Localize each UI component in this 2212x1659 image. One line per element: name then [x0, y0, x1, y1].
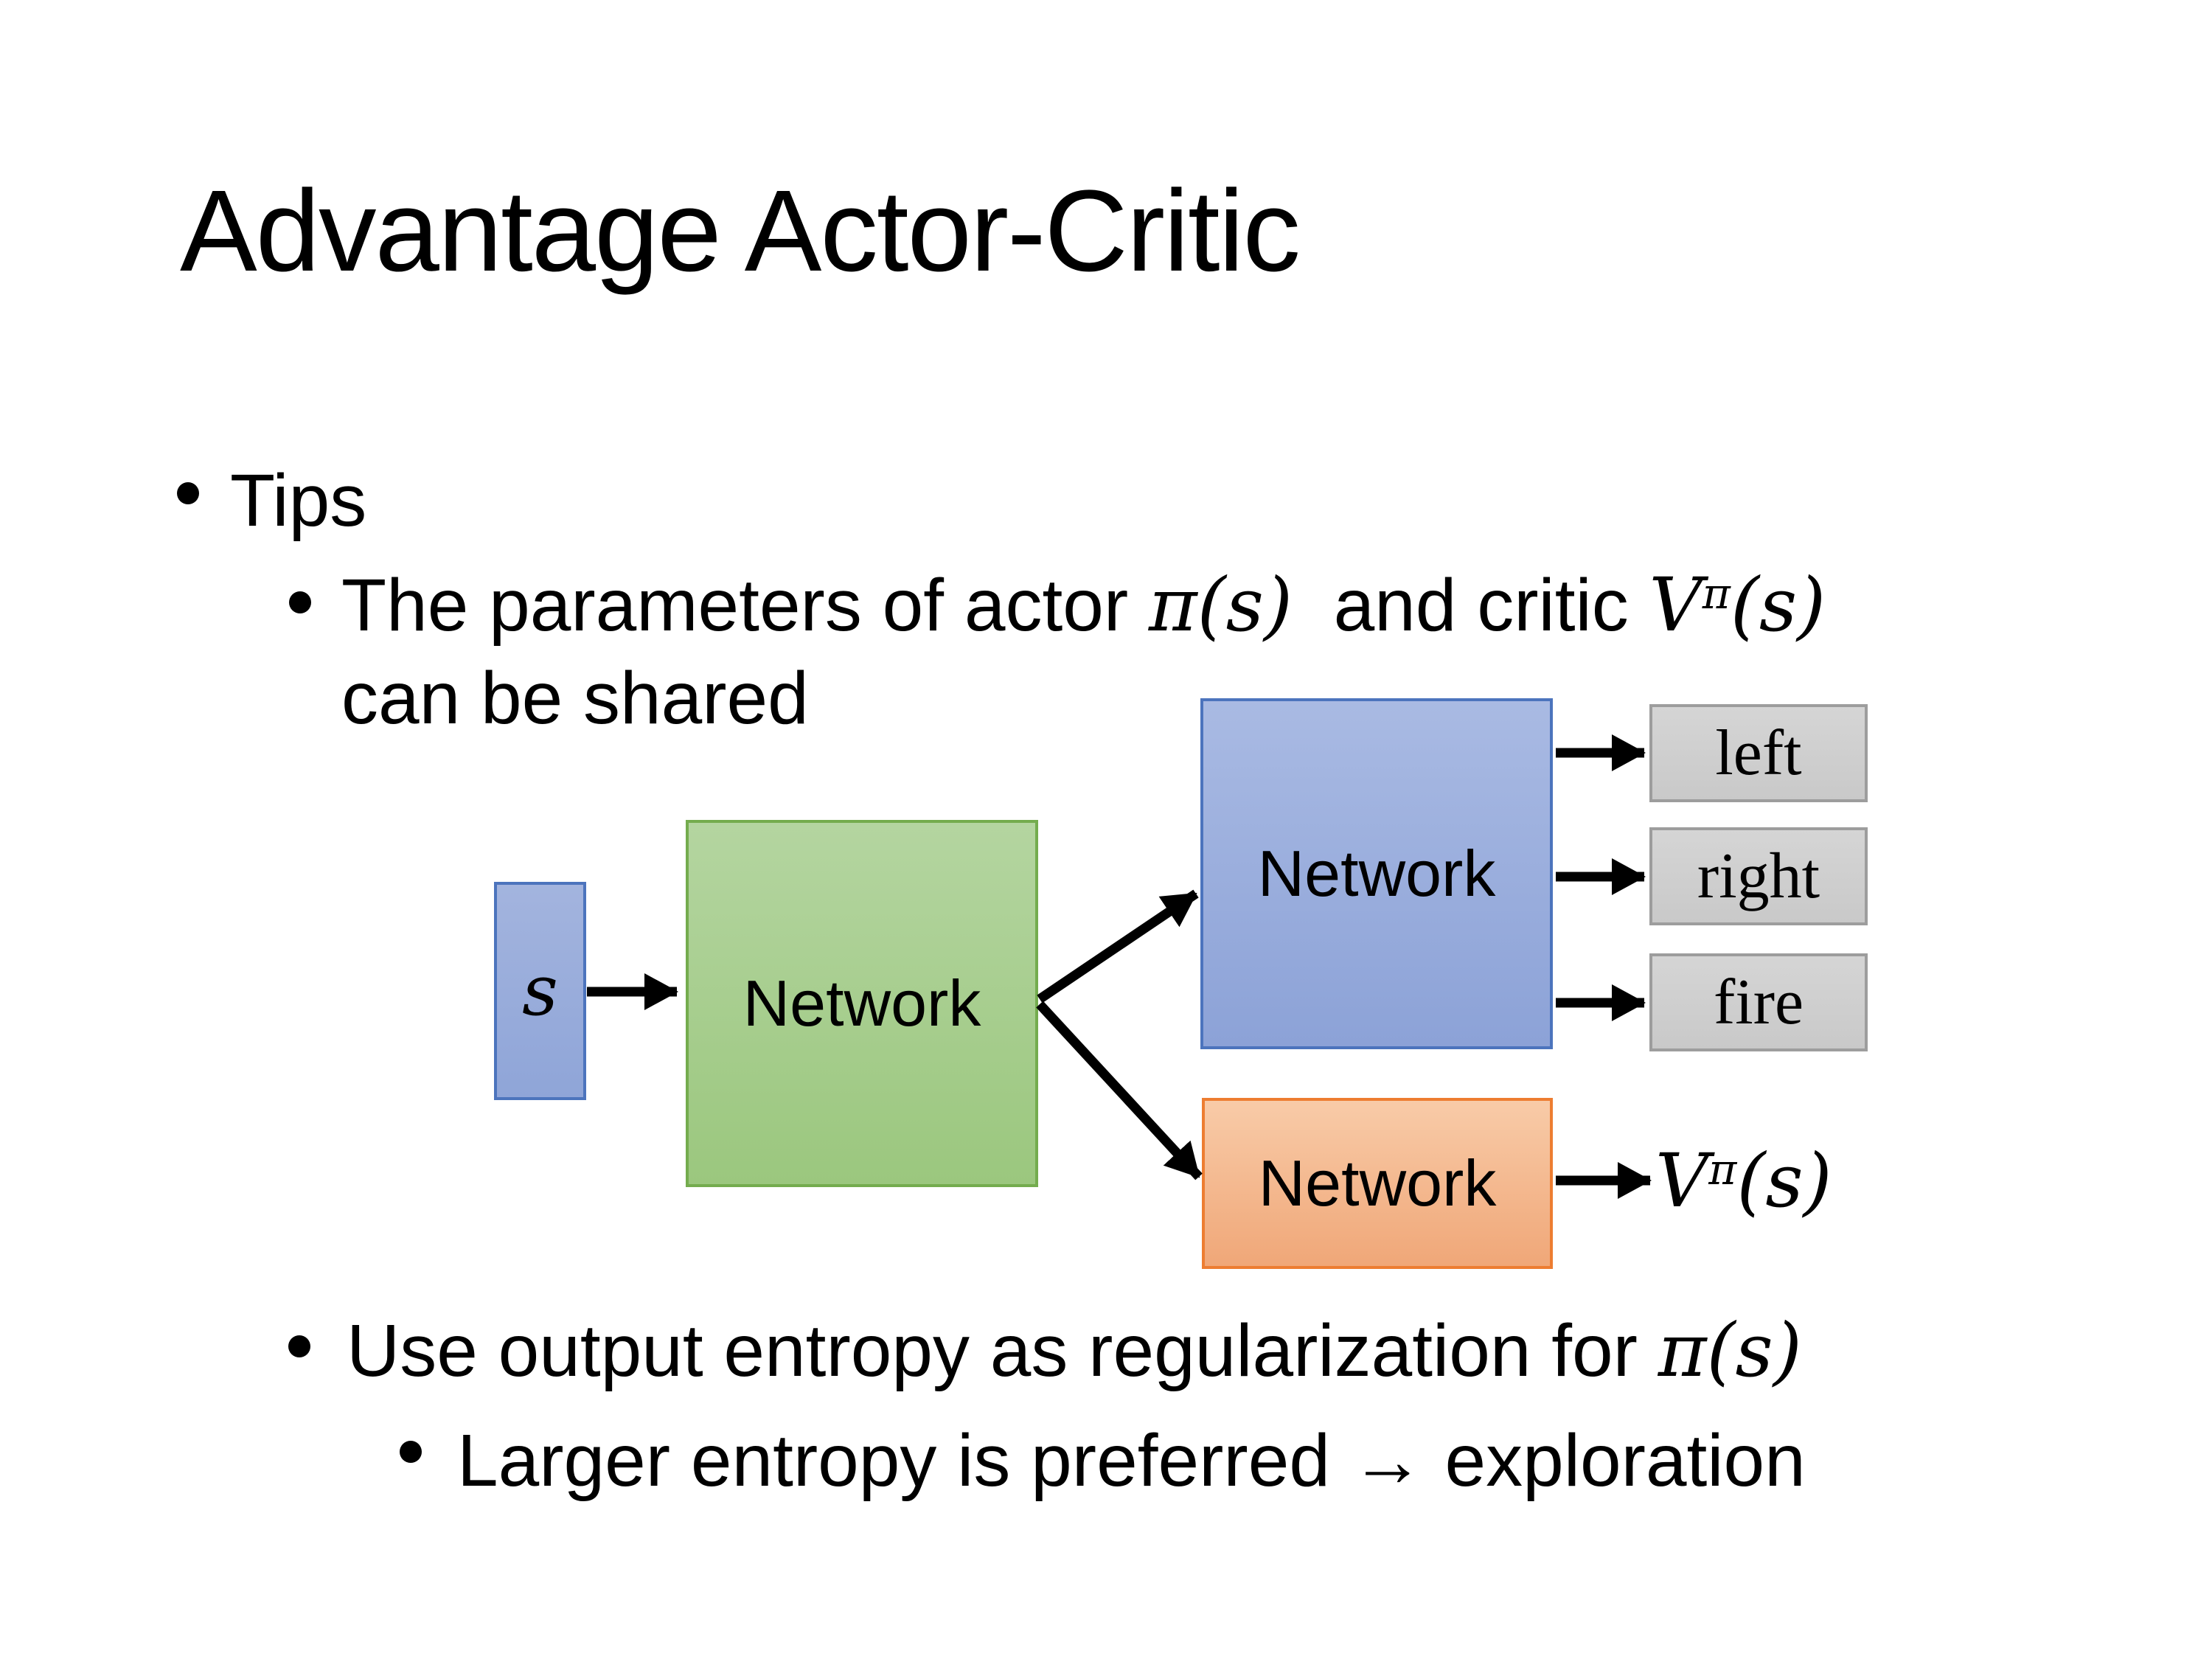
bullet-larger-entropy: Larger entropy is preferred → exploratio… [457, 1419, 1806, 1502]
actor-network-box: Network [1200, 698, 1553, 1049]
action-box-right: right [1649, 827, 1868, 925]
math-pi-s: π(s) [1658, 1307, 1802, 1394]
math-pi-s: π(s) [1148, 562, 1293, 648]
arrow-shared-to-actor [1037, 889, 1199, 1004]
action-box-fire: fire [1649, 953, 1868, 1051]
bullet-text: Use output entropy as regularization for [347, 1310, 1658, 1392]
bullet-dot-level1 [177, 482, 199, 504]
shared-network-label: Network [742, 967, 981, 1040]
bullet-dot-level3 [400, 1441, 422, 1463]
state-label: s [522, 950, 558, 1032]
bullet-entropy-regularization: Use output entropy as regularization for… [347, 1311, 1802, 1391]
value-pi-superscript: π [1708, 1144, 1737, 1194]
state-input-box: s [494, 882, 586, 1100]
shared-network-box: Network [686, 820, 1038, 1187]
value-output-label: Vπ(s) [1655, 1138, 1832, 1224]
slide-title: Advantage Actor-Critic [180, 167, 1301, 296]
bullet-dot-level2 [289, 591, 311, 613]
actor-network-label: Network [1257, 837, 1496, 910]
bullet-text: and critic [1293, 564, 1649, 647]
bullet-parameters-shared: The parameters of actor π(s) and critic … [341, 564, 1826, 647]
action-box-left: left [1649, 704, 1868, 802]
critic-network-label: Network [1258, 1147, 1497, 1220]
action-label-fire: fire [1713, 967, 1804, 1038]
math-pi-superscript: π [1702, 568, 1731, 619]
bullet-text: The parameters of actor [341, 564, 1149, 647]
action-label-right: right [1697, 841, 1820, 912]
arrow-shared-to-critic [1036, 1001, 1203, 1180]
bullet-tips: Tips [230, 459, 367, 542]
critic-network-box: Network [1202, 1098, 1553, 1269]
action-label-left: left [1715, 717, 1802, 789]
bullet-can-be-shared: can be shared [341, 657, 809, 740]
bullet-dot-level2 [288, 1335, 310, 1357]
math-value-function: Vπ(s) [1649, 562, 1826, 648]
